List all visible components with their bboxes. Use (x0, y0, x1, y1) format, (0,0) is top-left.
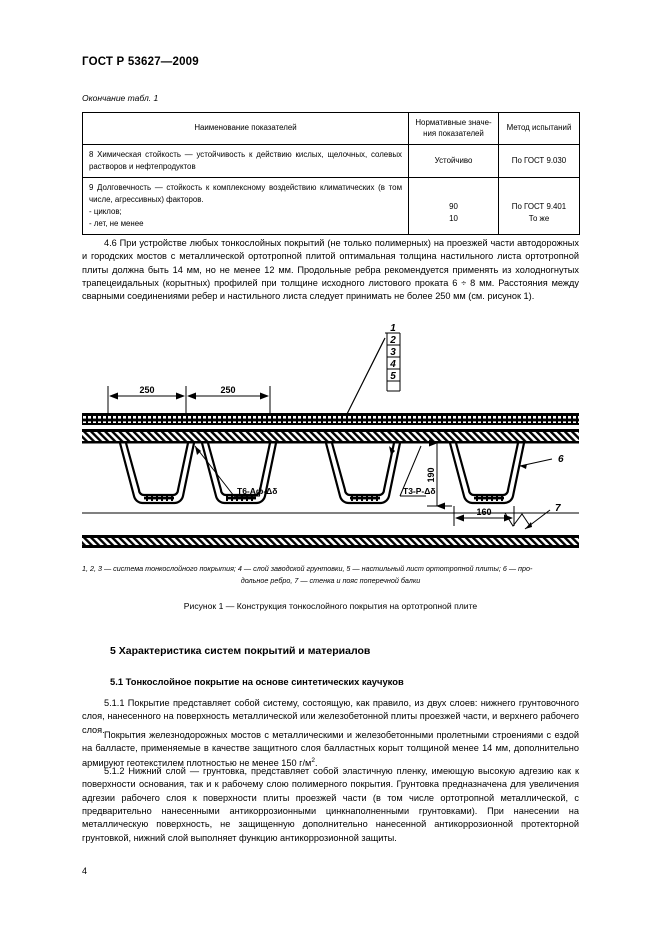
weld-label-right: Т3-Р-Δδ (403, 486, 436, 496)
table-continuation-label: Окончание табл. 1 (82, 93, 159, 103)
dimension-label-160: 160 (476, 507, 491, 517)
column-header-value-line2: ния показателей (423, 128, 484, 138)
paragraph-4-6: 4.6 При устройстве любых тонкослойных по… (82, 237, 579, 304)
dimension-label-250-left: 250 (139, 385, 154, 395)
table-row: 9 Долговечность — стойкость к комплексно… (82, 177, 580, 235)
callout-number-5: 5 (390, 371, 396, 382)
callout-number-2: 2 (389, 335, 396, 346)
figure-1-title: Рисунок 1 — Конструкция тонкослойного по… (183, 601, 478, 611)
superscript-square: 2 (311, 756, 315, 764)
paragraph-5-1-1: 5.1.1 Покрытие представляет собой систем… (82, 697, 579, 737)
specification-table: Наименование показателей Нормативные зна… (82, 111, 580, 235)
dimension-250-group: 250 250 (107, 385, 271, 414)
paragraph-5-1-2-text: 5.1.2 Нижний слой — грунтовка, представл… (82, 766, 579, 843)
paragraph-5-1-1-continued-end: . (314, 757, 318, 768)
figure-1-caption-line1: 1, 2, 3 — система тонкослойного покрытия… (82, 564, 533, 573)
heading-section-5-1: 5.1 Тонкослойное покрытие на основе синт… (110, 676, 404, 687)
callout-number-6: 6 (558, 454, 564, 465)
page-number: 4 (82, 866, 88, 876)
callout-7-group: 7 (524, 503, 561, 530)
column-header-name: Наименование показателей (82, 111, 409, 146)
column-header-value: Нормативные значе- ния показателей (408, 111, 499, 146)
dimension-label-250-right: 250 (220, 385, 235, 395)
dimension-rib-group: 190 160 (426, 439, 515, 526)
paragraph-5-1-2: 5.1.2 Нижний слой — грунтовка, представл… (82, 765, 579, 845)
dimension-label-190: 190 (426, 467, 436, 482)
deck-plate-layers (82, 413, 579, 444)
table-header-row: Наименование показателей Нормативные зна… (82, 111, 580, 146)
row-9-values: 90 10 (408, 177, 499, 235)
figure-1-caption-line2: дольное ребро, 7 — стенка и пояс попереч… (240, 575, 421, 585)
row-9-value-2: 10 (449, 213, 458, 223)
row-9-name: 9 Долговечность — стойкость к комплексно… (82, 177, 409, 235)
standard-identifier: ГОСТ Р 53627—2009 (82, 56, 199, 68)
column-header-value-line1: Нормативные значе- (415, 118, 492, 127)
weld-callout-right: Т3-Р-Δδ (389, 445, 436, 497)
column-header-method: Метод испытаний (498, 111, 580, 146)
row-9-method-2: То же (528, 213, 550, 223)
weld-callout-left: Т6-Аф-Δδ (194, 445, 277, 497)
row-8-method: По ГОСТ 9.030 (498, 144, 580, 179)
paragraph-5-1-1-continued: Покрытия железнодорожных мостов с металл… (82, 729, 579, 770)
paragraph-4-6-text: 4.6 При устройстве любых тонкослойных по… (82, 238, 579, 302)
transverse-beam (82, 512, 579, 548)
row-9-name-text: 9 Долговечность — стойкость к комплексно… (89, 183, 402, 204)
row-9-value-1: 90 (449, 201, 458, 211)
row-9-subitem-2: - лет, не менее (89, 218, 144, 228)
heading-section-5: 5 Характеристика систем покрытий и матер… (110, 645, 371, 657)
callout-number-3: 3 (390, 347, 396, 358)
row-8-name: 8 Химическая стойкость — устойчивость к … (82, 144, 409, 179)
callout-number-7: 7 (555, 503, 561, 514)
table-row: 8 Химическая стойкость — устойчивость к … (82, 144, 580, 179)
figure-1-caption: 1, 2, 3 — система тонкослойного покрытия… (82, 563, 579, 586)
layer-callout-group: 1 2 3 4 5 (345, 323, 401, 417)
figure-1-drawing: 250 250 1 2 3 4 (82, 318, 579, 553)
layer-callout-numbers: 1 2 3 4 5 (385, 323, 401, 392)
paragraph-5-1-1-text: 5.1.1 Покрытие представляет собой систем… (82, 698, 579, 735)
callout-number-1: 1 (390, 323, 396, 334)
orthotropic-plate-diagram: 250 250 1 2 3 4 (82, 323, 579, 548)
row-9-subitem-1: - циклов; (89, 206, 122, 216)
paragraph-5-1-1-continued-text: Покрытия железнодорожных мостов с металл… (82, 730, 579, 768)
callout-6-group: 6 (519, 454, 564, 469)
row-9-methods: По ГОСТ 9.401 То же (498, 177, 580, 235)
row-8-value: Устойчиво (408, 144, 499, 179)
trapezoidal-ribs (118, 442, 526, 505)
rib-inner-hatch (144, 496, 504, 501)
weld-label-left: Т6-Аф-Δδ (237, 486, 277, 496)
row-9-method-1: По ГОСТ 9.401 (511, 201, 567, 211)
callout-number-4: 4 (389, 359, 396, 370)
